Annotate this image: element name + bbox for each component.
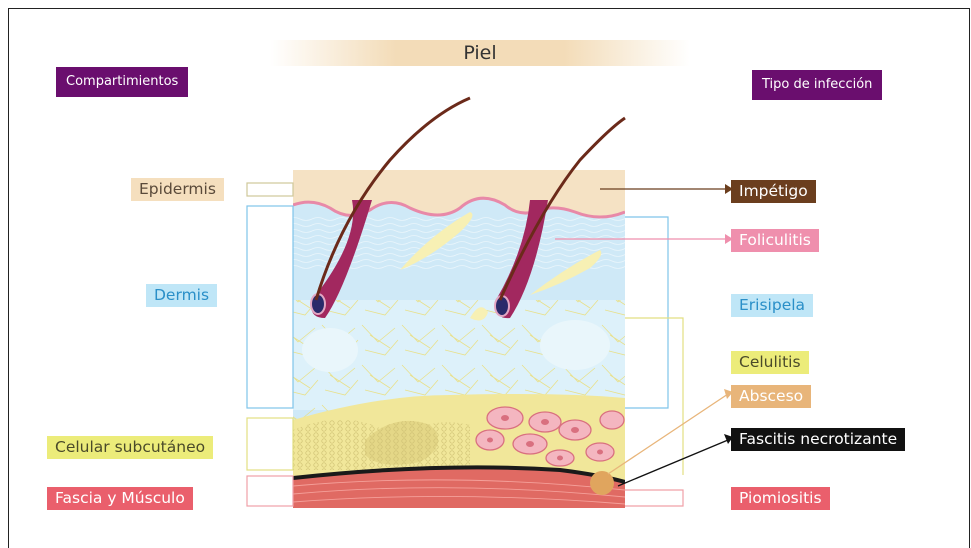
infection-tag-fascitis-necrotizante: Fascitis necrotizante <box>731 428 905 451</box>
compartment-tag-dermis: Dermis <box>146 284 217 307</box>
infection-tag-celulitis: Celulitis <box>731 351 809 374</box>
infection-tag-absceso: Absceso <box>731 385 811 408</box>
infection-tag-erisipela: Erisipela <box>731 294 813 317</box>
infection-tag-impetigo: Impétigo <box>731 180 816 203</box>
compartment-tag-epidermis: Epidermis <box>131 178 224 201</box>
compartment-tag-subcutaneous: Celular subcutáneo <box>47 436 213 459</box>
infection-tag-piomiositis: Piomiositis <box>731 487 830 510</box>
infection-tag-foliculitis: Foliculitis <box>731 229 819 252</box>
compartment-tag-fascia-muscle: Fascia y Músculo <box>47 487 193 510</box>
abscess-ball <box>590 471 614 495</box>
